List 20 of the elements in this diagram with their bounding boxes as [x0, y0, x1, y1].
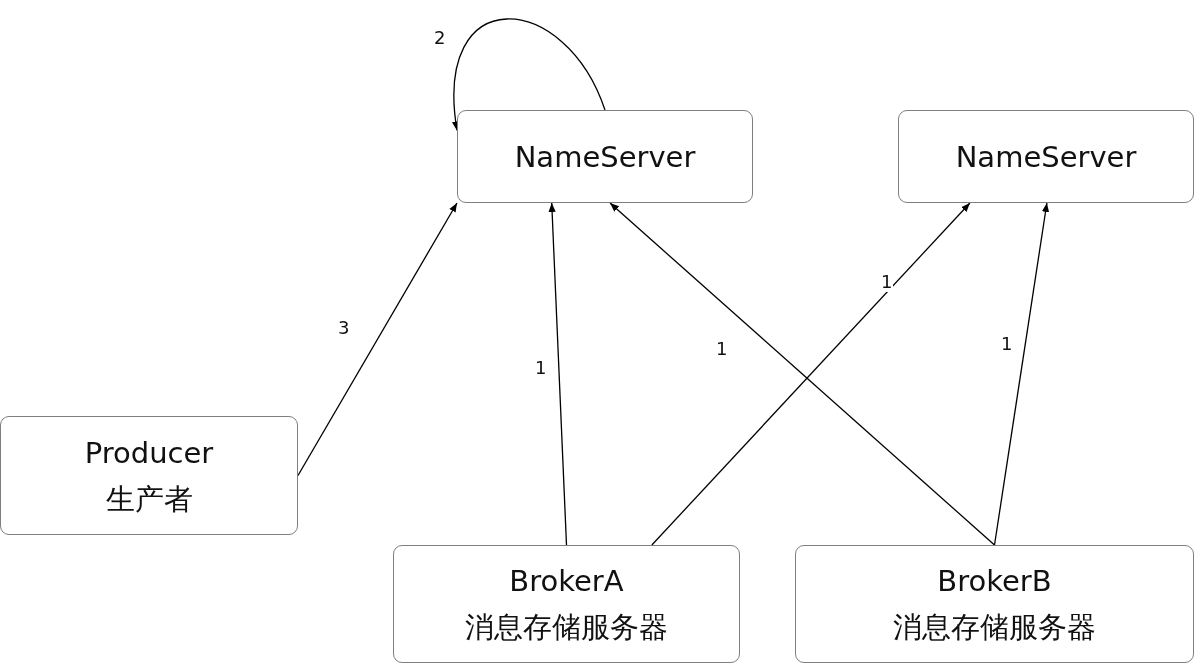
node-label: 消息存储服务器 — [465, 609, 668, 646]
arrow — [297, 202, 458, 477]
node-label: 消息存储服务器 — [893, 609, 1096, 646]
arrow — [609, 202, 996, 546]
process-box — [393, 545, 740, 663]
arrow — [993, 202, 1050, 546]
edge-label: 1 — [880, 272, 894, 292]
node-label: Producer — [84, 434, 214, 472]
arrow — [452, 18, 606, 132]
process-box — [898, 110, 1194, 203]
node-label: NameServer — [955, 138, 1137, 176]
arrow — [548, 202, 568, 546]
process-box — [0, 416, 298, 535]
node-label: BrokerA — [509, 563, 624, 600]
arrow — [651, 202, 971, 546]
node-label: 生产者 — [105, 480, 193, 518]
node-label: NameServer — [514, 138, 696, 176]
node-label: BrokerB — [937, 563, 1052, 600]
process-box — [457, 110, 753, 203]
process-box — [795, 545, 1194, 663]
